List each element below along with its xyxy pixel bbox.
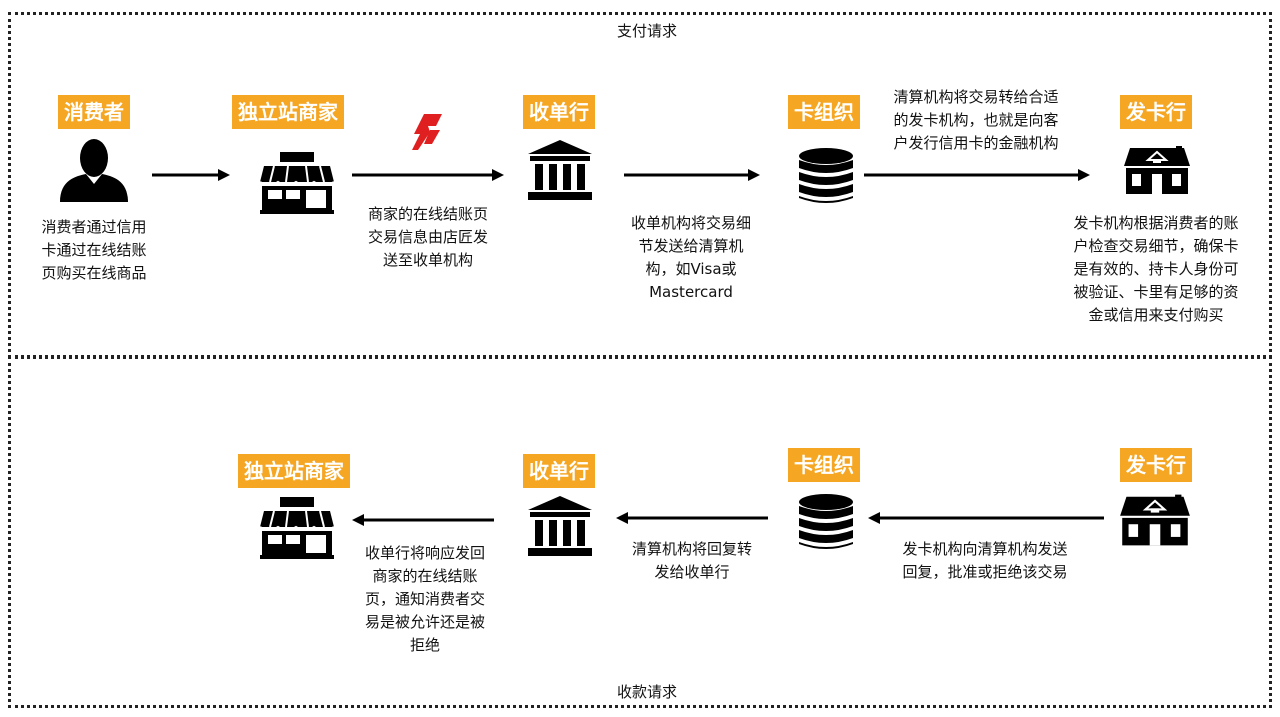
desc-line: 的发卡机构，也就是向客 [893, 111, 1059, 129]
desc-line: 收单机构将交易细 [630, 214, 751, 232]
desc-line: 交易信息由店匠发 [367, 228, 488, 246]
bank-icon [528, 496, 592, 556]
consumer-label: 消费者 [58, 95, 130, 129]
acquirer-to-merchant-description: 收单行将响应发回 商家的在线结账 页，通知消费者交 易是被允许还是被 拒绝 [352, 542, 498, 657]
desc-line: 是有效的、持卡人身份可 [1073, 260, 1239, 278]
desc-line: 商家的在线结账页 [367, 205, 488, 223]
arrow-acquirer-to-cardorg [624, 169, 760, 181]
arrow-issuer-to-cardorg [868, 512, 1104, 524]
merchant-to-acquirer-description: 商家的在线结账页 交易信息由店匠发 送至收单机构 [350, 203, 506, 272]
desc-line: 页购买在线商品 [41, 264, 147, 282]
top-section-title: 支付请求 [616, 22, 677, 40]
acquirer-to-cardorg-description: 收单机构将交易细 节发送给清算机 构，如Visa或 Mastercard [612, 212, 770, 304]
house-icon [1124, 146, 1190, 194]
desc-line: 商家的在线结账 [372, 567, 478, 585]
cardorg-to-acquirer-description: 清算机构将回复转 发给收单行 [612, 538, 772, 584]
desc-line: 户检查交易细节，确保卡 [1073, 237, 1239, 255]
arrow-cardorg-to-issuer [864, 169, 1090, 181]
desc-line: 卡通过在线结账 [41, 241, 147, 259]
bottom-section-frame [8, 356, 1272, 708]
desc-line: 收单行将响应发回 [364, 544, 485, 562]
desc-line: 易是被允许还是被 [364, 613, 485, 631]
coin-stack-icon [799, 494, 853, 549]
shoplazza-logo-icon [412, 114, 442, 150]
desc-line: 送至收单机构 [382, 251, 473, 269]
desc-line: 构，如Visa或 [645, 260, 737, 278]
bank-icon [528, 140, 592, 200]
arrow-cardorg-to-acquirer [616, 512, 768, 524]
acquirer-bottom-label: 收单行 [523, 454, 595, 488]
issuer-bottom-label: 发卡行 [1120, 448, 1192, 482]
desc-line: 发卡机构根据消费者的账 [1073, 214, 1239, 232]
desc-line: 金或信用来支付购买 [1088, 306, 1224, 324]
merchant-top-label: 独立站商家 [232, 95, 344, 129]
consumer-description: 消费者通过信用 卡通过在线结账 页购买在线商品 [24, 216, 164, 285]
desc-line: 清算机构将回复转 [631, 540, 752, 558]
store-icon [259, 497, 335, 559]
arrow-consumer-to-merchant [152, 169, 230, 181]
arrow-acquirer-to-merchant [352, 514, 494, 526]
desc-line: 被验证、卡里有足够的资 [1073, 283, 1239, 301]
desc-line: 户发行信用卡的金融机构 [893, 134, 1059, 152]
issuer-check-description: 发卡机构根据消费者的账 户检查交易细节，确保卡 是有效的、持卡人身份可 被验证、… [1056, 212, 1256, 327]
desc-line: 页，通知消费者交 [364, 590, 485, 608]
merchant-bottom-label: 独立站商家 [238, 454, 350, 488]
store-icon [259, 152, 335, 214]
cardorg-to-issuer-description: 清算机构将交易转给合适 的发卡机构，也就是向客 户发行信用卡的金融机构 [876, 86, 1076, 155]
desc-line: 发卡机构向清算机构发送 [902, 540, 1068, 558]
desc-line: 发给收单行 [654, 563, 730, 581]
desc-line: 拒绝 [409, 636, 440, 654]
card-org-top-label: 卡组织 [788, 95, 860, 129]
card-org-bottom-label: 卡组织 [788, 448, 860, 482]
issuer-top-label: 发卡行 [1120, 95, 1192, 129]
desc-line: 回复，批准或拒绝该交易 [902, 563, 1068, 581]
coin-stack-icon [799, 148, 853, 203]
bottom-section-title: 收款请求 [616, 683, 677, 701]
house-icon [1120, 494, 1190, 546]
acquirer-top-label: 收单行 [523, 95, 595, 129]
person-icon [60, 139, 128, 202]
desc-line: 清算机构将交易转给合适 [893, 88, 1059, 106]
desc-line: 节发送给清算机 [638, 237, 744, 255]
desc-line: 消费者通过信用 [41, 218, 147, 236]
arrow-merchant-to-acquirer [352, 169, 504, 181]
desc-line: Mastercard [649, 283, 733, 301]
issuer-to-cardorg-description: 发卡机构向清算机构发送 回复，批准或拒绝该交易 [880, 538, 1090, 584]
